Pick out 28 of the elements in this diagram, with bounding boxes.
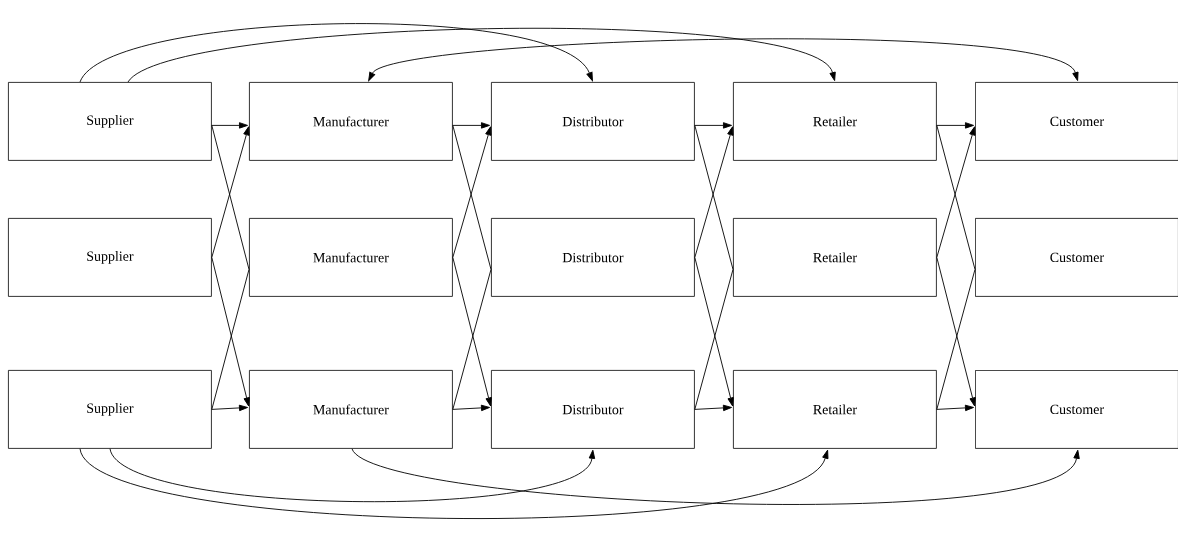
double-arrow bbox=[368, 38, 1079, 82]
stage-box: Supplier bbox=[8, 218, 212, 297]
arrow bbox=[211, 404, 248, 412]
arrow bbox=[127, 28, 836, 83]
stage-box: Manufacturer bbox=[249, 370, 453, 449]
arrow bbox=[109, 448, 596, 502]
arrow bbox=[351, 448, 1080, 505]
arrow bbox=[694, 122, 732, 129]
arrow bbox=[211, 122, 248, 129]
stage-box: Customer bbox=[975, 82, 1178, 161]
arrow bbox=[452, 404, 490, 412]
stage-box: Distributor bbox=[491, 82, 695, 161]
stage-box: Manufacturer bbox=[249, 82, 453, 161]
arrow bbox=[79, 23, 593, 83]
stage-box: Retailer bbox=[733, 218, 937, 297]
arrow bbox=[694, 404, 732, 412]
stage-box: Manufacturer bbox=[249, 218, 453, 297]
stage-box: Customer bbox=[975, 370, 1178, 449]
stage-box: Distributor bbox=[491, 370, 695, 449]
arrow bbox=[452, 122, 490, 129]
arrow bbox=[936, 122, 974, 129]
stage-box: Retailer bbox=[733, 82, 937, 161]
stage-box: Supplier bbox=[8, 370, 212, 449]
stage-box: Customer bbox=[975, 218, 1178, 297]
stage-box: Retailer bbox=[733, 370, 937, 449]
stage-box: Supplier bbox=[8, 82, 212, 161]
arrow bbox=[936, 404, 974, 412]
stage-box: Distributor bbox=[491, 218, 695, 297]
